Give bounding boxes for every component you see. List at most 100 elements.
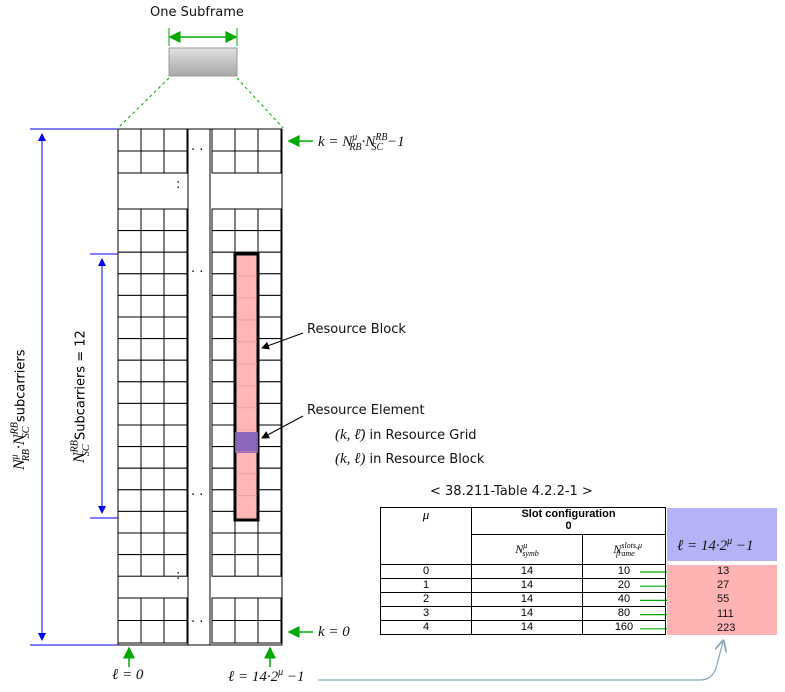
grid-cell bbox=[163, 620, 188, 644]
k-bottom-label: k = 0 bbox=[318, 624, 350, 640]
grid-cell bbox=[163, 294, 188, 318]
grid-cell bbox=[117, 532, 142, 556]
re-pointer bbox=[261, 415, 304, 439]
grid-cell bbox=[163, 316, 188, 340]
grid-cell bbox=[117, 554, 142, 577]
grid-cell bbox=[211, 620, 236, 644]
grid-cell bbox=[211, 251, 236, 275]
in-grid-text: in Resource Grid bbox=[369, 428, 477, 443]
table-cell-frame: 160 bbox=[582, 620, 666, 635]
grid-cell bbox=[140, 402, 165, 426]
grid-cell bbox=[257, 620, 282, 644]
l-value: 13 bbox=[717, 565, 730, 577]
grid-cell bbox=[140, 620, 165, 644]
grid-cell bbox=[163, 251, 188, 275]
grid-cell bbox=[140, 446, 165, 469]
resource-block-highlight bbox=[233, 252, 260, 522]
l-left-label: ℓ = 0 bbox=[112, 667, 144, 683]
table-caption: < 38.211-Table 4.2.2-1 > bbox=[430, 484, 593, 499]
grid-cell bbox=[117, 489, 142, 512]
table-cell-frame: 20 bbox=[582, 578, 666, 593]
grid-cell bbox=[257, 208, 282, 232]
l-value: 55 bbox=[717, 593, 730, 606]
grid-cell bbox=[117, 338, 142, 361]
grid-cell bbox=[163, 150, 188, 174]
dots-bottom: · · bbox=[191, 615, 204, 630]
grid-cell bbox=[140, 316, 165, 340]
grid-cell bbox=[234, 597, 259, 621]
grid-cell bbox=[257, 316, 282, 340]
l-value: 27 bbox=[717, 579, 730, 592]
grid-cell bbox=[211, 316, 236, 340]
resource-element-label: Resource Element bbox=[307, 403, 425, 418]
grid-cell bbox=[163, 402, 188, 426]
grid-cell bbox=[163, 510, 188, 534]
inner-vertical-label: NRBSC Subcarriers = 12 bbox=[70, 330, 92, 463]
grid-cell bbox=[117, 359, 142, 383]
grid-cell bbox=[257, 402, 282, 426]
grid-cell bbox=[140, 294, 165, 318]
grid-cell bbox=[211, 424, 236, 448]
dots-low: · · bbox=[191, 488, 204, 503]
grid-cell bbox=[234, 230, 259, 253]
table-cell-symb: 14 bbox=[471, 592, 583, 607]
grid-cell bbox=[140, 338, 165, 361]
grid-cell bbox=[140, 554, 165, 577]
grid-mid-left bbox=[117, 208, 188, 577]
grid-cell bbox=[211, 128, 236, 152]
grid-cell bbox=[163, 230, 188, 253]
connector-curve bbox=[318, 642, 723, 681]
grid-cell bbox=[257, 230, 282, 253]
grid-cell bbox=[117, 597, 142, 621]
grid-cell bbox=[140, 489, 165, 512]
grid-cell bbox=[257, 128, 282, 152]
grid-cell bbox=[211, 510, 236, 534]
grid-cell bbox=[163, 381, 188, 404]
grid-cell bbox=[117, 294, 142, 318]
grid-cell bbox=[163, 424, 188, 448]
grid-cell bbox=[140, 208, 165, 232]
grid-cell bbox=[117, 273, 142, 296]
grid-cell bbox=[163, 446, 188, 469]
table-cell-mu: 3 bbox=[380, 606, 472, 621]
dots-mid: · · bbox=[191, 265, 204, 280]
grid-cell bbox=[163, 532, 188, 556]
grid-cell bbox=[117, 316, 142, 340]
grid-cell bbox=[140, 597, 165, 621]
grid-cell bbox=[140, 532, 165, 556]
grid-cell bbox=[117, 620, 142, 644]
rb-pointer bbox=[261, 332, 304, 350]
grid-cell bbox=[211, 230, 236, 253]
k-l-symbol: (k, ℓ) bbox=[335, 451, 366, 467]
table-cell-mu: 1 bbox=[380, 578, 472, 593]
table-cell-frame: 80 bbox=[582, 606, 666, 621]
grid-cell bbox=[117, 510, 142, 534]
grid-cell bbox=[234, 128, 259, 152]
grid-cell bbox=[257, 489, 282, 512]
grid-top-left bbox=[117, 128, 188, 174]
grid-cell bbox=[257, 597, 282, 621]
grid-cell bbox=[257, 510, 282, 534]
grid-cell bbox=[211, 150, 236, 174]
grid-cell bbox=[234, 208, 259, 232]
grid-cell bbox=[211, 208, 236, 232]
dots-top: · · bbox=[191, 143, 204, 158]
grid-cell bbox=[140, 251, 165, 275]
grid-cell bbox=[140, 273, 165, 296]
grid-cell bbox=[117, 230, 142, 253]
subframe-block bbox=[168, 47, 238, 77]
grid-cell bbox=[140, 467, 165, 491]
resource-block-label: Resource Block bbox=[307, 322, 406, 337]
grid-cell bbox=[257, 294, 282, 318]
vdots-top: : bbox=[176, 177, 181, 192]
grid-cell bbox=[211, 597, 236, 621]
resource-element-highlight bbox=[235, 432, 258, 453]
grid-cell bbox=[140, 230, 165, 253]
grid-cell bbox=[117, 208, 142, 232]
grid-cell bbox=[257, 150, 282, 174]
grid-cell bbox=[163, 554, 188, 577]
grid-coord-label: (k, ℓ̄) in Resource Grid bbox=[335, 427, 477, 444]
grid-cell bbox=[257, 251, 282, 275]
